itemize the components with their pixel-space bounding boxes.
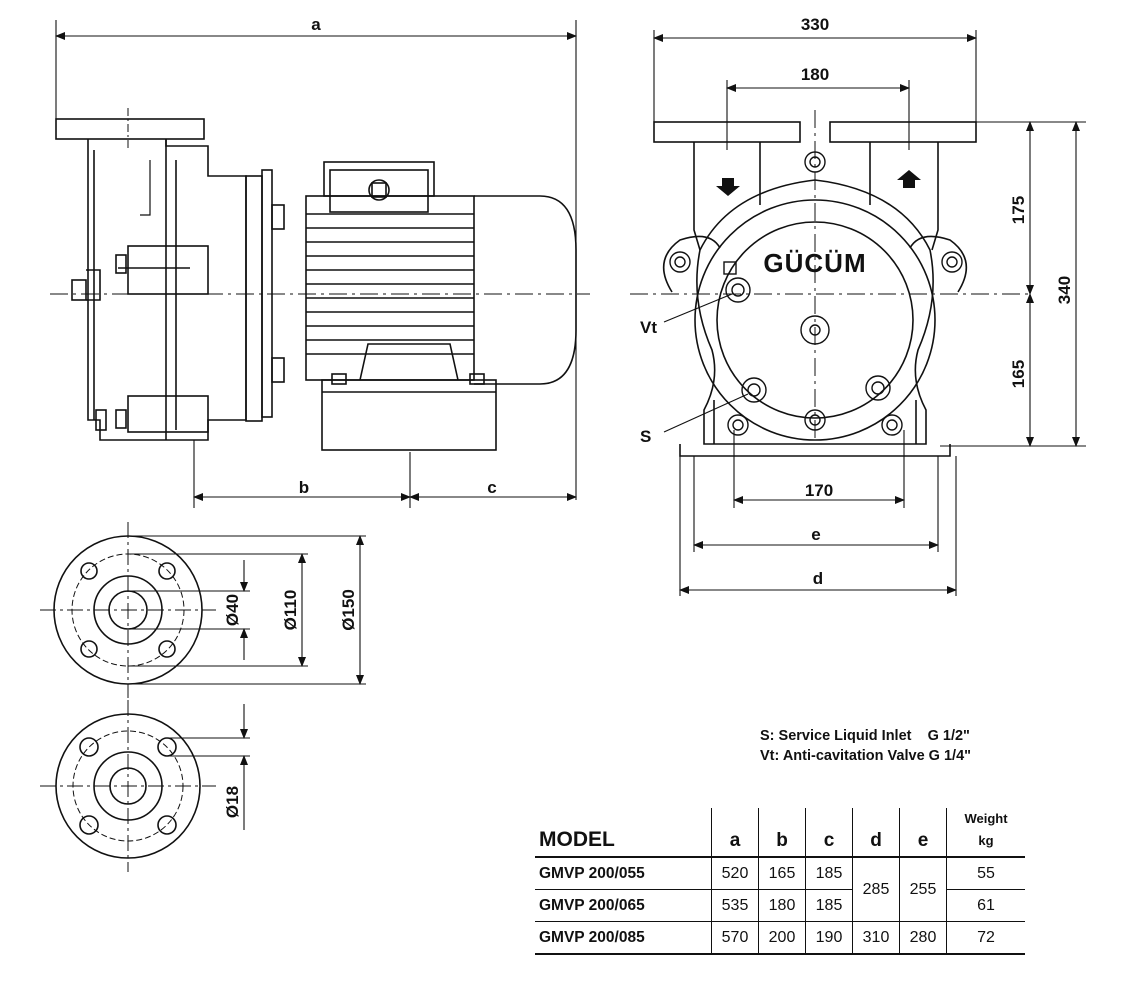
cell-e-shared: 255 [899,856,947,922]
cell-c: 185 [805,856,853,890]
callout-s: S [640,427,651,446]
header-weight: Weight kg [946,808,1025,857]
dim-label-dia150: Ø150 [339,589,358,631]
cell-a: 535 [711,889,759,922]
dim-label-165: 165 [1009,360,1028,388]
callout-lines [663,293,749,433]
dim-label-170: 170 [805,481,833,500]
cell-b: 165 [758,856,806,890]
dim-label-340: 340 [1055,276,1074,304]
header-weight-unit: kg [978,833,994,848]
header-c: c [805,808,853,857]
dim-label-180: 180 [801,65,829,84]
model-name: GMVP 200/065 [535,889,712,922]
dim-label-dia110: Ø110 [281,590,300,631]
header-weight-label: Weight [964,811,1008,826]
header-a: a [711,808,759,857]
header-model: MODEL [539,828,615,851]
dim-label-175: 175 [1009,196,1028,224]
front-view-dimensions [653,30,1086,596]
dim-label-330: 330 [801,15,829,34]
cell-b: 200 [758,921,806,955]
flow-arrows [716,170,921,196]
side-view [50,108,590,451]
dimension-table: MODEL a b c d e Weight kg GMVP 200/055 5… [535,808,1025,955]
dim-label-c: c [487,478,496,497]
dim-label-dia40: Ø40 [223,594,242,626]
dim-label-e: e [811,525,820,544]
flange-top-dimensions [128,535,366,685]
cell-c: 190 [805,921,853,955]
cell-weight: 72 [946,921,1025,955]
connection-notes: S: Service Liquid Inlet G 1/2" Vt: Anti-… [760,726,971,766]
brand-label: GÜCÜM [763,248,866,278]
flange-bottom-dimensions [167,704,250,830]
flange-view-top [40,522,216,698]
table-row: GMVP 200/065 535 180 185 61 [535,889,1025,922]
table-header-row: MODEL a b c d e Weight kg [535,808,1025,857]
header-d: d [852,808,900,857]
table-row: GMVP 200/055 520 165 185 285 255 55 [535,856,1025,922]
flange-view-bottom [40,700,216,872]
model-name: GMVP 200/055 [535,856,712,890]
side-view-dimensions [55,20,577,508]
callout-vt: Vt [640,318,657,337]
cell-d: 310 [852,921,900,955]
cell-a: 570 [711,921,759,955]
note-service-liquid-inlet: S: Service Liquid Inlet G 1/2" [760,728,970,744]
model-name: GMVP 200/085 [535,921,712,955]
table-row: GMVP 200/085 570 200 190 310 280 72 [535,921,1025,955]
dim-label-dia18: Ø18 [223,786,242,818]
cell-weight: 61 [946,889,1025,922]
cell-c: 185 [805,889,853,922]
cell-a: 520 [711,856,759,890]
cell-weight: 55 [946,856,1025,890]
dim-label-d: d [813,569,823,588]
header-b: b [758,808,806,857]
cell-d-shared: 285 [852,856,900,922]
cell-e: 280 [899,921,947,955]
dim-label-b: b [299,478,309,497]
note-anti-cavitation-valve: Vt: Anti-cavitation Valve G 1/4" [760,748,972,764]
front-view [630,110,1032,457]
cell-b: 180 [758,889,806,922]
dim-label-a: a [311,15,321,34]
header-e: e [899,808,947,857]
